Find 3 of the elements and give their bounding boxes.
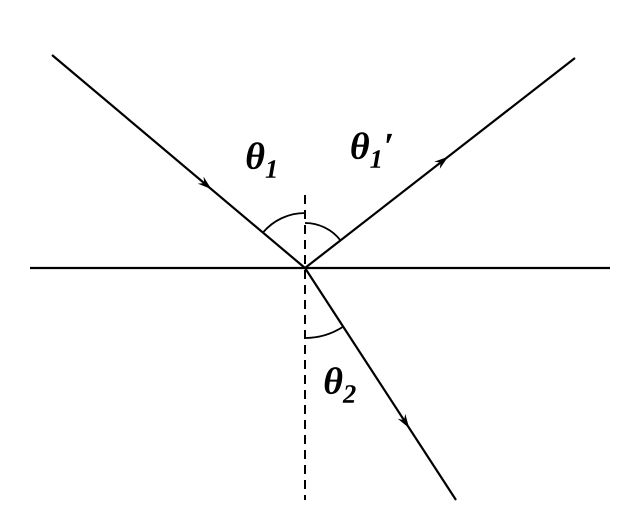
angle-label: θ$_{2}$ (324, 367, 356, 403)
angle-label: θ$_{1}$′ (351, 132, 392, 168)
angle-label: θ$_{1}$ (246, 142, 276, 178)
